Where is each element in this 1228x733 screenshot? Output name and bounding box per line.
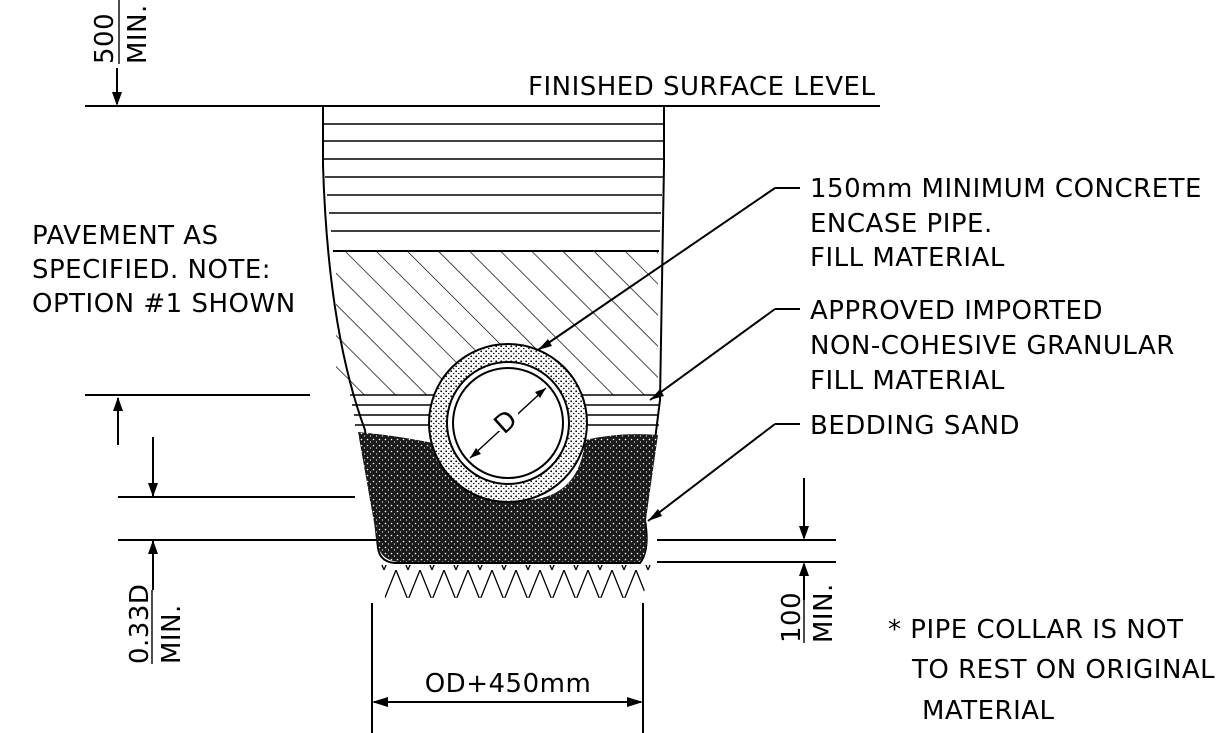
arrow-head — [470, 448, 481, 458]
dimension-500-min: 500 MIN. — [90, 0, 153, 106]
svg-text:NON-COHESIVE GRANULAR: NON-COHESIVE GRANULAR — [810, 331, 1175, 361]
dimension-width: OD+450mm — [371, 603, 644, 733]
bedding-sand-note: BEDDING SAND — [647, 411, 1020, 522]
pipe-collar-note: * PIPE COLLAR IS NOT TO REST ON ORIGINAL… — [888, 615, 1215, 726]
svg-text:FILL MATERIAL: FILL MATERIAL — [810, 366, 1005, 396]
original-ground-hatch — [380, 565, 660, 598]
svg-text:SPECIFIED. NOTE:: SPECIFIED. NOTE: — [32, 255, 271, 285]
svg-text:* PIPE COLLAR IS NOT: * PIPE COLLAR IS NOT — [888, 615, 1184, 645]
fill-material-note: APPROVED IMPORTED NON-COHESIVE GRANULAR … — [649, 296, 1175, 401]
leader-arrow — [650, 389, 664, 400]
svg-text:FILL MATERIAL: FILL MATERIAL — [810, 243, 1005, 273]
finished-surface-label: FINISHED SURFACE LEVEL — [528, 72, 875, 102]
dimension-width-label: OD+450mm — [425, 669, 592, 699]
dimension-033d-min: MIN. — [157, 604, 187, 664]
dimension-500-min: MIN. — [123, 4, 153, 64]
dimension-033d-min: 0.33D MIN. — [85, 394, 383, 664]
dimension-100-min: 100 MIN. — [657, 478, 839, 643]
leader-arrow — [538, 339, 552, 350]
pavement-layers — [323, 123, 664, 252]
arrow-head — [535, 388, 546, 398]
trench-outline — [322, 106, 665, 564]
svg-text:TO REST ON ORIGINAL: TO REST ON ORIGINAL — [911, 655, 1215, 685]
dimension-100-value: 100 — [777, 592, 807, 643]
svg-text:APPROVED IMPORTED: APPROVED IMPORTED — [810, 296, 1103, 326]
pipe-assembly: D — [428, 343, 588, 503]
svg-text:BEDDING SAND: BEDDING SAND — [810, 411, 1020, 441]
concrete-note: 150mm MINIMUM CONCRETE ENCASE PIPE. FILL… — [537, 174, 1202, 351]
dimension-500-value: 500 — [90, 13, 120, 64]
svg-text:150mm MINIMUM CONCRETE: 150mm MINIMUM CONCRETE — [810, 174, 1202, 204]
svg-text:ENCASE PIPE.: ENCASE PIPE. — [810, 209, 993, 239]
label-mask — [496, 411, 518, 431]
dimension-100-min: MIN. — [809, 583, 839, 643]
svg-text:MATERIAL: MATERIAL — [922, 696, 1055, 726]
pavement-note: PAVEMENT AS SPECIFIED. NOTE: OPTION #1 S… — [32, 221, 296, 319]
leader-arrow — [648, 509, 662, 521]
svg-text:OPTION #1 SHOWN: OPTION #1 SHOWN — [32, 289, 296, 319]
dimension-033d-value: 0.33D — [125, 584, 155, 664]
svg-text:PAVEMENT AS: PAVEMENT AS — [32, 221, 219, 251]
